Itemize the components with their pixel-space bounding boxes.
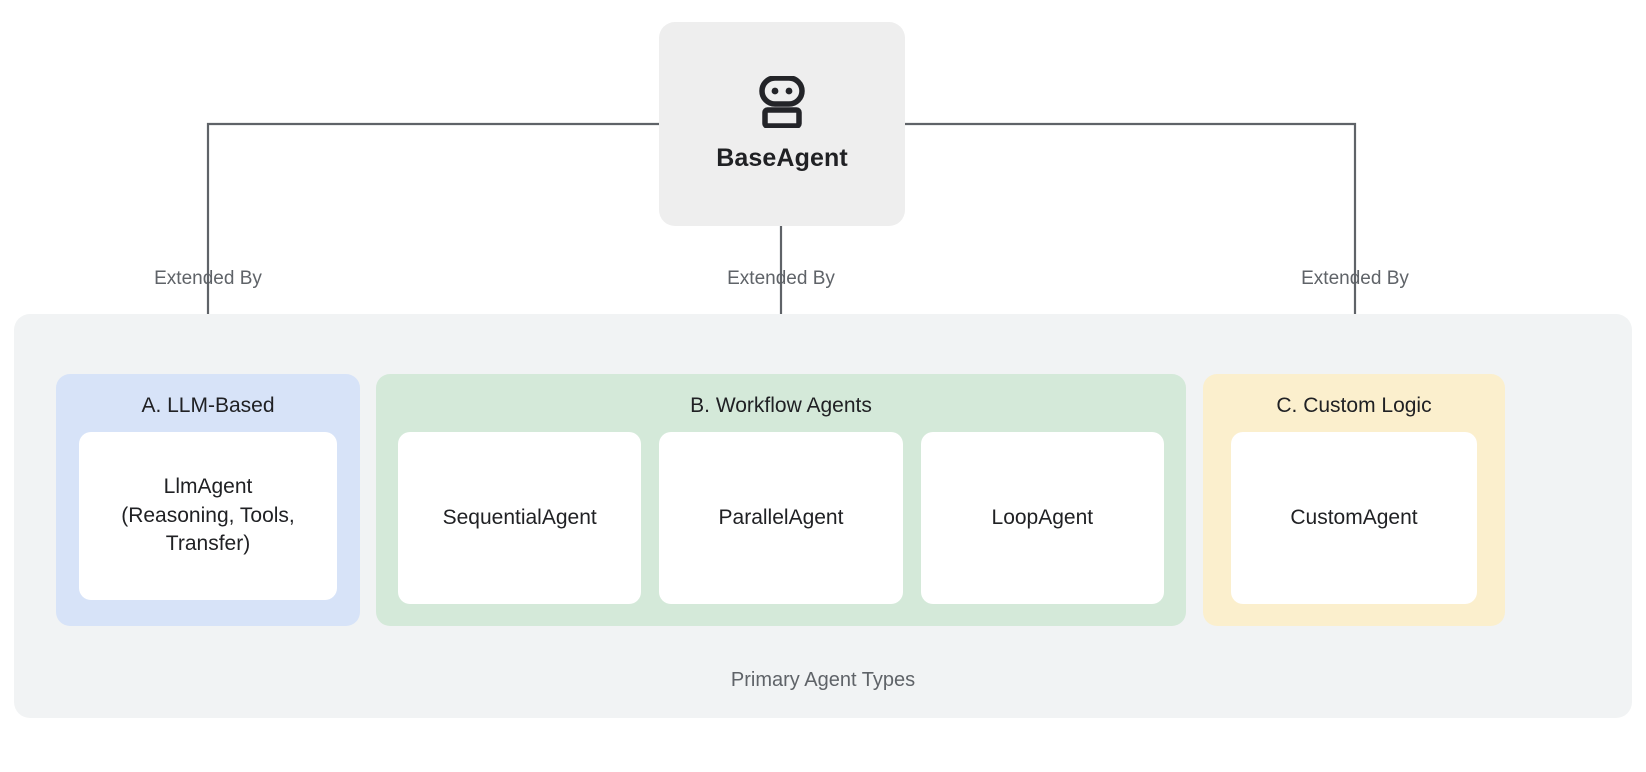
card-loop-agent[interactable]: LoopAgent xyxy=(920,432,1164,604)
panel-llm-based[interactable]: A. LLM-Based LlmAgent (Reasoning, Tools,… xyxy=(56,374,360,626)
group-caption: Primary Agent Types xyxy=(730,669,916,691)
edge-label-custom-logic: Extended By xyxy=(1301,268,1409,289)
panel-llm-based-cards: LlmAgent (Reasoning, Tools, Transfer) xyxy=(56,432,360,626)
panel-custom-logic-title: C. Custom Logic xyxy=(1276,394,1432,417)
edge-label-workflow-agents: Extended By xyxy=(727,268,835,289)
panel-workflow-agents[interactable]: B. Workflow Agents SequentialAgent Paral… xyxy=(376,374,1186,626)
panel-llm-based-title: A. LLM-Based xyxy=(141,394,275,417)
card-parallel-agent[interactable]: ParallelAgent xyxy=(659,432,903,604)
robot-icon xyxy=(759,75,805,128)
panel-workflow-agents-title: B. Workflow Agents xyxy=(690,394,872,417)
card-sequential-agent[interactable]: SequentialAgent xyxy=(398,432,642,604)
panel-workflow-agents-cards: SequentialAgent ParallelAgent LoopAgent xyxy=(376,432,1186,626)
card-llm-agent[interactable]: LlmAgent (Reasoning, Tools, Transfer) xyxy=(79,432,337,600)
primary-agent-types-group: A. LLM-Based LlmAgent (Reasoning, Tools,… xyxy=(14,314,1632,718)
panel-custom-logic-cards: CustomAgent xyxy=(1203,432,1505,626)
panel-custom-logic[interactable]: C. Custom Logic CustomAgent xyxy=(1203,374,1505,626)
node-base-agent[interactable]: BaseAgent xyxy=(659,22,905,226)
node-base-agent-label: BaseAgent xyxy=(716,143,848,172)
edge-label-llm-based: Extended By xyxy=(154,268,262,289)
card-custom-agent[interactable]: CustomAgent xyxy=(1231,432,1477,604)
